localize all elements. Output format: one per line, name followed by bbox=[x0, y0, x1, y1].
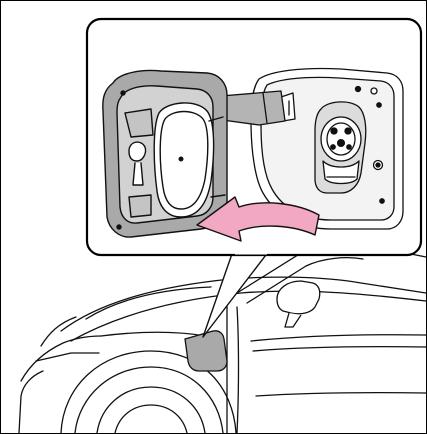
charging-port-door-open bbox=[103, 71, 227, 238]
side-mirror bbox=[277, 281, 320, 327]
callout-pointer bbox=[203, 251, 269, 337]
body-charging-door bbox=[185, 331, 227, 371]
